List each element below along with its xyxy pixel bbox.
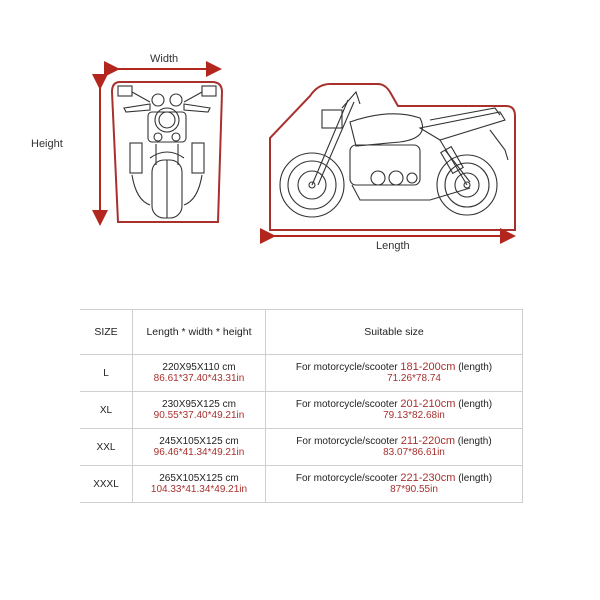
- table-row: L 220X95X110 cm 86.61*37.40*43.31in For …: [80, 354, 523, 392]
- suit-range: 181-200cm: [400, 361, 456, 373]
- dimensions-cell: 265X105X125 cm 104.33*41.34*49.21in: [132, 465, 266, 503]
- size-cell: L: [80, 354, 133, 392]
- suit-in: 83.07*86.61in: [383, 447, 445, 458]
- suit-suffix: (length): [458, 362, 493, 373]
- table-row: XXXL 265X105X125 cm 104.33*41.34*49.21in…: [80, 465, 523, 503]
- dims-in: 86.61*37.40*43.31in: [153, 373, 245, 384]
- size-chart-table: SIZE Length * width * height Suitable si…: [80, 309, 523, 503]
- size-cell: XXL: [80, 428, 133, 466]
- size-cell: XL: [80, 391, 133, 429]
- dims-in: 96.46*41.34*49.21in: [153, 447, 245, 458]
- suitable-cell: For motorcycle/scooter 201-210cm (length…: [265, 391, 523, 429]
- suit-prefix: For motorcycle/scooter: [295, 399, 398, 410]
- suitable-cell: For motorcycle/scooter 211-220cm (length…: [265, 428, 523, 466]
- dims-in: 90.55*37.40*49.21in: [153, 410, 245, 421]
- suit-in: 87*90.55in: [390, 484, 438, 495]
- dims-cm: 265X105X125 cm: [159, 473, 239, 484]
- suit-range: 221-230cm: [400, 472, 456, 484]
- table-row: XL 230X95X125 cm 90.55*37.40*49.21in For…: [80, 391, 523, 429]
- dims-cm: 220X95X110 cm: [162, 362, 236, 373]
- motorcycle-cover-illustration: [92, 61, 516, 244]
- suit-range: 201-210cm: [400, 398, 456, 410]
- dims-in: 104.33*41.34*49.21in: [150, 484, 248, 495]
- suitable-cell: For motorcycle/scooter 181-200cm (length…: [265, 354, 523, 392]
- dims-cm: 245X105X125 cm: [159, 436, 239, 447]
- suit-prefix: For motorcycle/scooter: [295, 473, 398, 484]
- suit-suffix: (length): [457, 436, 492, 447]
- height-label: Height: [31, 138, 63, 150]
- dimensions-cell: 245X105X125 cm 96.46*41.34*49.21in: [132, 428, 266, 466]
- dimensions-cell: 220X95X110 cm 86.61*37.40*43.31in: [132, 354, 266, 392]
- suit-suffix: (length): [458, 399, 493, 410]
- size-diagram: Width Height Length: [0, 0, 600, 290]
- dims-cm: 230X95X125 cm: [162, 399, 236, 410]
- header-suitable-size: Suitable size: [265, 309, 523, 355]
- suit-prefix: For motorcycle/scooter: [296, 436, 398, 447]
- table-row: XXL 245X105X125 cm 96.46*41.34*49.21in F…: [80, 428, 523, 466]
- suitable-cell: For motorcycle/scooter 221-230cm (length…: [265, 465, 523, 503]
- suit-in: 71.26*78.74: [387, 373, 441, 384]
- suit-suffix: (length): [458, 473, 493, 484]
- dimensions-cell: 230X95X125 cm 90.55*37.40*49.21in: [132, 391, 266, 429]
- width-label: Width: [150, 53, 179, 65]
- table-header-row: SIZE Length * width * height Suitable si…: [80, 309, 523, 355]
- suit-prefix: For motorcycle/scooter: [295, 362, 398, 373]
- length-label: Length: [376, 240, 410, 252]
- header-size: SIZE: [80, 309, 133, 355]
- suit-in: 79.13*82.68in: [383, 410, 445, 421]
- header-dimensions: Length * width * height: [132, 309, 266, 355]
- suit-range: 211-220cm: [400, 435, 455, 447]
- size-cell: XXXL: [80, 465, 133, 503]
